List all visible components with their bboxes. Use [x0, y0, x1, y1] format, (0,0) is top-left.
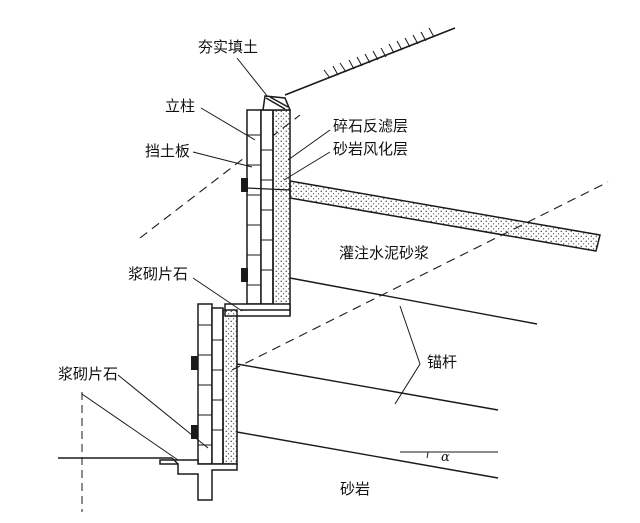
label-mortar-rubble-lower: 浆砌片石 — [58, 365, 119, 383]
upper-retaining-wall — [246, 95, 292, 315]
lower-wall-joints — [198, 324, 223, 446]
lower-wall-anchor-plates — [191, 356, 198, 439]
leader-lines — [117, 57, 421, 449]
angle-arc — [426, 451, 429, 459]
grouted-anchor — [245, 180, 601, 252]
label-mortar-rubble-upper: 浆砌片石 — [128, 265, 189, 283]
foundation — [159, 459, 238, 501]
lower-retaining-wall — [197, 303, 238, 465]
wall-step — [224, 303, 291, 317]
upper-wall-anchor-plates — [241, 178, 248, 282]
label-retaining-plate: 挡土板 — [145, 142, 191, 160]
label-sandstone: 砂岩 — [340, 480, 371, 498]
soil-hatching — [323, 27, 435, 79]
label-column: 立柱 — [165, 97, 196, 115]
label-compacted-fill: 夯实填土 — [198, 38, 259, 56]
slope-guide — [81, 393, 179, 461]
label-grout-pour: 灌注水泥砂浆 — [339, 244, 430, 262]
toe-ground — [58, 457, 179, 465]
label-angle-alpha: α — [441, 450, 450, 465]
label-anchor-rod: 锚杆 — [427, 353, 458, 371]
label-gravel-filter: 碎石反滤层 — [333, 117, 409, 135]
label-weathered-sandstone: 砂岩风化层 — [333, 140, 409, 158]
anchor-rods — [236, 277, 538, 479]
weathering-boundary-lower — [231, 181, 609, 371]
upper-wall-joints — [247, 134, 273, 286]
ground-surface — [284, 27, 456, 96]
